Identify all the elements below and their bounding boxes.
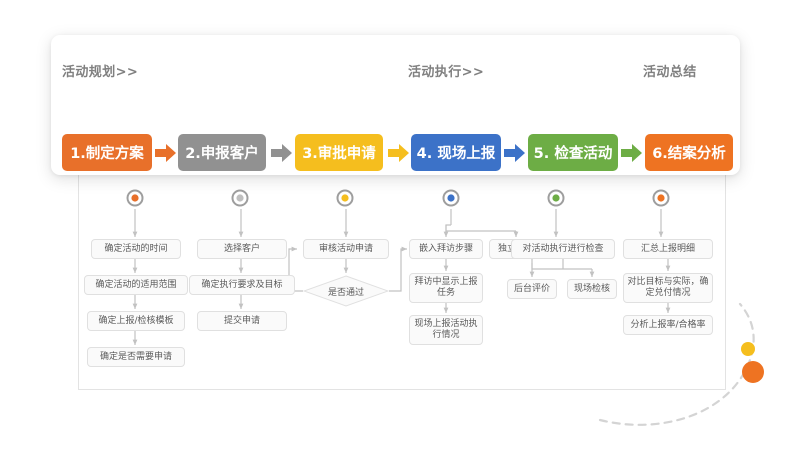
flow-decision-label: 是否通过 [327,287,364,298]
flow-node-n19[interactable]: 分析上报率/合格率 [623,315,713,335]
flow-node-n12[interactable]: 拜访中显示上报任务 [409,273,483,303]
flow-node-n5[interactable]: 选择客户 [197,239,287,259]
flow-node-n8[interactable]: 审核活动申请 [303,239,389,259]
flow-node-n4[interactable]: 确定是否需要申请 [87,347,185,367]
flowchart-connectors [93,189,713,345]
step-button-3-approve[interactable]: 3.审批申请 [295,134,383,171]
flow-node-n1[interactable]: 确定活动的时间 [91,239,181,259]
step-button-4-report[interactable]: 4. 现场上报 [411,134,501,171]
arrow-icon-5 [621,144,642,162]
phase-label-planning: 活动规划>> [62,65,139,80]
flow-node-n3[interactable]: 确定上报/检核模板 [87,311,185,331]
flow-node-n15[interactable]: 后台评价 [507,279,557,299]
decorative-dot-orange [742,361,764,383]
flow-decision-is-approved[interactable]: 是否通过 [303,275,389,307]
flow-node-n16[interactable]: 现场检核 [567,279,617,299]
process-overview-card: 活动规划>> 活动执行>> 活动总结 1.制定方案 2.申报客户 3.审批申请 … [51,35,740,175]
flow-node-n6[interactable]: 确定执行要求及目标 [189,275,295,295]
step-button-5-inspect[interactable]: 5. 检查活动 [528,134,618,171]
step-button-6-analyze[interactable]: 6.结案分析 [645,134,733,171]
arrow-icon-2 [271,144,292,162]
decorative-dot-yellow [741,342,755,356]
flowchart-panel: 确定活动的时间 确定活动的适用范围 确定上报/检核模板 确定是否需要申请 选择客… [78,150,726,390]
flow-node-n2[interactable]: 确定活动的适用范围 [84,275,188,295]
arrow-icon-1 [155,144,176,162]
flow-node-n7[interactable]: 提交申请 [197,311,287,331]
flow-node-n14[interactable]: 对活动执行进行检查 [511,239,615,259]
phase-label-summary: 活动总结 [643,65,697,80]
step-button-2-declare[interactable]: 2.申报客户 [178,134,266,171]
arrow-icon-4 [504,144,525,162]
flow-node-n10[interactable]: 嵌入拜访步骤 [409,239,483,259]
step-button-1-plan[interactable]: 1.制定方案 [62,134,152,171]
flow-node-n13[interactable]: 现场上报活动执行情况 [409,315,483,345]
arrow-icon-3 [388,144,409,162]
timeline-dots [126,189,670,207]
flow-node-n18[interactable]: 对比目标与实际，确定兑付情况 [623,273,713,303]
phase-label-execution: 活动执行>> [408,65,485,80]
flow-node-n17[interactable]: 汇总上报明细 [623,239,713,259]
